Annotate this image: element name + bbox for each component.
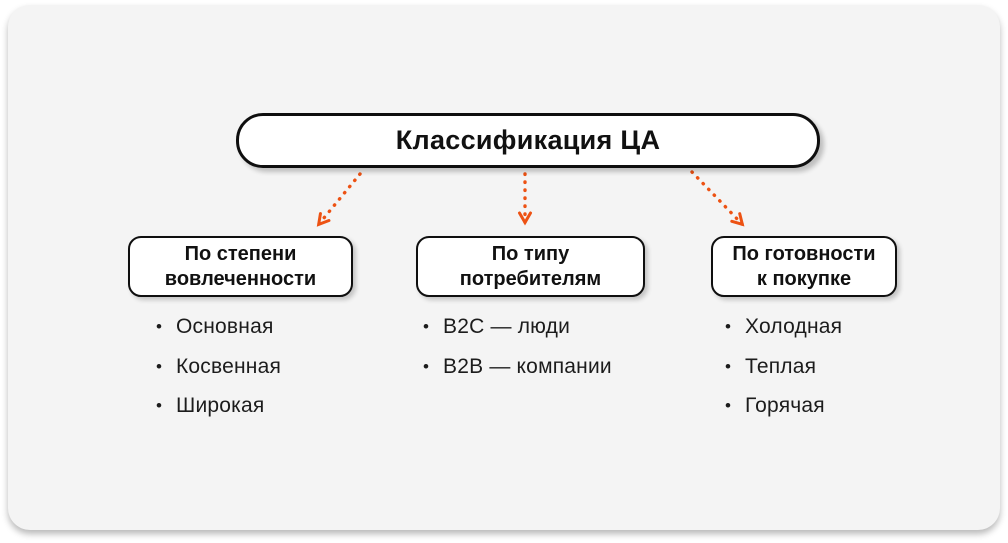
list-item-label: Основная — [176, 315, 274, 338]
arrow-to-involvement-icon — [316, 172, 362, 227]
list-item: • Основная — [156, 314, 281, 340]
list-item: • Холодная — [725, 314, 842, 340]
list-item: • B2B — компании — [423, 354, 612, 380]
branch-list-purchase-readiness: • Холодная • Теплая • Горячая — [725, 314, 842, 433]
list-item-label: Косвенная — [176, 354, 282, 378]
diagram-card: Классификация ЦА По степени вовлеченност… — [8, 5, 1000, 530]
branch-title-line: к покупке — [756, 267, 852, 290]
bullet-icon: • — [423, 317, 429, 336]
branch-title-line: потребителям — [459, 267, 602, 290]
diagram-title: Классификация ЦА — [395, 125, 661, 155]
list-item: • Горячая — [725, 393, 842, 419]
list-item-label: B2C — люди — [443, 315, 571, 338]
branch-title-line: По готовности — [732, 243, 876, 266]
bullet-icon: • — [725, 396, 731, 415]
list-item-label: B2B — компании — [443, 354, 612, 378]
bullet-icon: • — [156, 317, 162, 336]
list-item-label: Теплая — [745, 354, 817, 378]
list-item-label: Широкая — [176, 394, 265, 417]
branch-node-consumer-type: По типу потребителям — [416, 236, 645, 297]
arrow-to-purchase-readiness-icon — [690, 170, 745, 227]
bullet-icon: • — [156, 396, 162, 415]
list-item: • B2C — люди — [423, 314, 612, 340]
branch-list-consumer-type: • B2C — люди • B2B — компании — [423, 314, 612, 393]
branch-node-involvement: По степени вовлеченности — [128, 236, 353, 297]
bullet-icon: • — [423, 356, 429, 376]
bullet-icon: • — [725, 356, 731, 376]
branch-node-purchase-readiness: По готовности к покупке — [711, 236, 897, 297]
list-item-label: Горячая — [745, 394, 825, 417]
list-item: • Теплая — [725, 354, 842, 380]
list-item: • Косвенная — [156, 354, 281, 380]
bullet-icon: • — [725, 317, 731, 336]
root-node: Классификация ЦА — [236, 113, 820, 168]
branch-title-line: По типу — [491, 243, 570, 266]
branch-title-line: вовлеченности — [164, 267, 317, 290]
bullet-icon: • — [156, 356, 162, 376]
list-item-label: Холодная — [745, 315, 843, 338]
list-item: • Широкая — [156, 393, 281, 419]
branch-list-involvement: • Основная • Косвенная • Широкая — [156, 314, 281, 433]
branch-title-line: По степени — [184, 243, 297, 266]
